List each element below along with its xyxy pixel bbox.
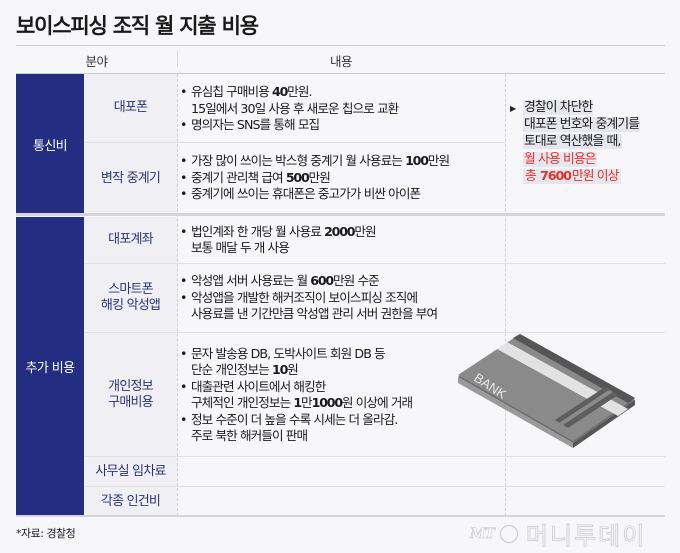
- note-total: 총 7600만원 이상: [523, 168, 621, 184]
- note-divider: [505, 74, 506, 516]
- content-burner-phone: •유심칩 구매비용 40만원. 15일에서 30일 사용 후 새로운 칩으로 교…: [180, 76, 505, 142]
- logo-name: 머니투데이: [525, 522, 647, 551]
- list-item: •정보 수준이 더 높을 수록 시세는 더 올라감. 주로 북한 해커들이 판매: [180, 411, 398, 444]
- row-divider: [84, 142, 505, 143]
- list-item: •명의자는 SNS를 통해 모집: [180, 117, 320, 133]
- row-label-personal-info: 개인정보 구매비용: [84, 333, 177, 456]
- header-divider: [177, 51, 178, 67]
- row-divider: [84, 486, 665, 487]
- logo-circle-icon: [499, 524, 518, 543]
- category-telecom: 통신비: [16, 74, 84, 214]
- content-relay: •가장 많이 쓰이는 박스형 중계기 월 사용료는 100만원 •중계기 관리책…: [180, 143, 505, 213]
- list-item: •법인계좌 한 개당 월 사용료 2000만원 보통 매달 두 개 사용: [180, 223, 377, 256]
- header-category: 분야: [85, 54, 108, 69]
- category-additional: 추가 비용: [16, 217, 84, 516]
- bank-card-illustration: BANK: [458, 334, 635, 448]
- list-item: •중계기에 쓰이는 휴대폰은 중고가가 비싼 아이폰: [180, 186, 421, 202]
- header-top-line: [16, 45, 665, 46]
- row-divider: [84, 263, 665, 264]
- note-line: 경찰이 차단한: [523, 100, 594, 115]
- row-divider: [84, 456, 665, 457]
- content-burner-account: •법인계좌 한 개당 월 사용료 2000만원 보통 매달 두 개 사용: [180, 217, 505, 263]
- content-divider: [177, 74, 178, 516]
- row-label-malware: 스마트폰 해킹 악성앱: [84, 264, 177, 332]
- source-note: *자료: 경찰청: [16, 527, 76, 540]
- header-content: 내용: [329, 54, 353, 69]
- list-item: •문자 발송용 DB, 도박사이트 회원 DB 등 단순 개인정보는 10원: [180, 345, 386, 378]
- row-label-relay: 변작 중계기: [84, 143, 177, 214]
- row-divider: [84, 332, 665, 333]
- note-line: 토대로 역산했을 때,: [523, 134, 622, 150]
- table-bottom-line: [16, 515, 665, 517]
- list-item: •악성앱을 개발한 해커조직이 보이스피싱 조직에 사용료를 낸 기간만큼 악성…: [180, 289, 438, 322]
- side-note: ▶ 경찰이 차단한 대포폰 번호와 중계기를 토대로 역산했을 때, 월 사용 …: [510, 99, 641, 185]
- row-label-labor: 각종 인건비: [84, 487, 177, 516]
- header-bottom-line: [16, 73, 665, 74]
- logo-mt: MT: [470, 525, 496, 542]
- list-item: •유심칩 구매비용 40만원. 15일에서 30일 사용 후 새로운 칩으로 교…: [180, 84, 399, 116]
- list-item: •악성앱 서버 사용료는 월 600만원 수준: [180, 273, 380, 289]
- row-label-burner-account: 대포계좌: [84, 217, 177, 263]
- content-personal-info: •문자 발송용 DB, 도박사이트 회원 DB 등 단순 개인정보는 10원 •…: [180, 334, 470, 456]
- note-line: 대포폰 번호와 중계기를: [523, 117, 641, 133]
- list-item: •대출관련 사이트에서 해킹한 구체적인 개인정보는 1만1000원 이상에 거…: [180, 378, 413, 411]
- row-label-burner-phone: 대포폰: [84, 74, 177, 142]
- page-title: 보이스피싱 조직 월 지출 비용: [16, 14, 259, 38]
- note-highlight: 월 사용 비용은: [523, 151, 597, 167]
- logo: MT 머니투데이: [470, 516, 646, 551]
- list-item: •중계기 관리책 급여 500만원: [180, 169, 331, 185]
- section-divider: [16, 213, 665, 216]
- triangle-right-icon: ▶: [510, 104, 516, 113]
- row-label-office-rent: 사무실 임차료: [84, 457, 177, 486]
- content-malware: •악성앱 서버 사용료는 월 600만원 수준 •악성앱을 개발한 해커조직이 …: [180, 264, 510, 332]
- list-item: •가장 많이 쓰이는 박스형 중계기 월 사용료는 100만원: [180, 153, 450, 169]
